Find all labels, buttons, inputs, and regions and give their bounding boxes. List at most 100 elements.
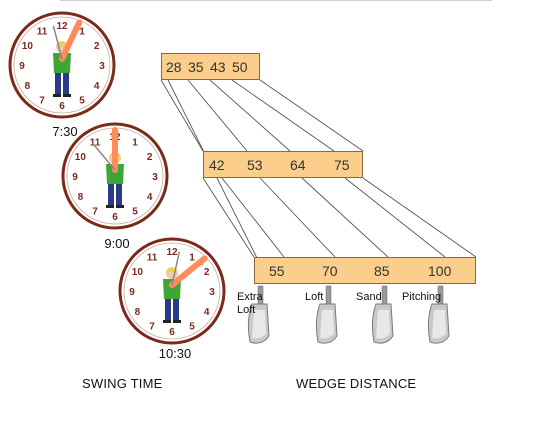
golfer-leg — [173, 297, 179, 321]
wedge-club — [247, 285, 270, 344]
club-shaft — [171, 251, 181, 286]
golfer-shoe — [116, 205, 124, 208]
clock-numeral: 1 — [79, 26, 85, 37]
arrow-head — [196, 255, 208, 267]
clock-numeral: 2 — [94, 41, 100, 52]
row3-value: 100 — [428, 263, 452, 279]
wedge-label: Loft — [305, 291, 324, 303]
clock-time-label: 7:30 — [52, 124, 78, 139]
clock-numeral: 8 — [78, 192, 84, 203]
clock-numeral: 2 — [147, 152, 153, 163]
clock-numeral: 4 — [94, 81, 100, 92]
arrow-head — [111, 126, 119, 138]
clock-numeral: 3 — [99, 61, 105, 72]
row3-value: 70 — [322, 263, 338, 279]
clock-numeral: 5 — [79, 96, 85, 107]
golfer-leg — [116, 182, 122, 206]
distance-box-row-3 — [254, 257, 476, 284]
caption-swing-time: SWING TIME — [82, 376, 163, 391]
wedge-club — [427, 285, 450, 344]
club-shaft — [52, 25, 63, 60]
caption-wedge-distance: WEDGE DISTANCE — [296, 376, 417, 391]
connector-line — [301, 177, 389, 258]
connector-line — [221, 177, 285, 258]
clock-inner-ring — [13, 16, 111, 114]
clock-numeral: 6 — [169, 327, 175, 338]
club-face — [320, 310, 334, 339]
clock-numeral: 10 — [22, 41, 34, 52]
clock-group: 1212345678910111212345678910111212345678… — [8, 11, 226, 345]
arrow-head — [73, 18, 81, 31]
connector-line — [231, 79, 335, 152]
distance-box-row-2 — [203, 151, 363, 178]
clock-numeral: 11 — [147, 252, 158, 263]
club-face — [252, 310, 266, 339]
clock-numeral: 7 — [92, 207, 98, 218]
wedge-label: Sand — [356, 291, 382, 303]
club-hosel — [381, 285, 388, 305]
wedge-club — [371, 285, 394, 344]
clock-numeral: 7 — [39, 96, 45, 107]
row3-value: 85 — [374, 263, 390, 279]
wedge-club — [315, 285, 338, 344]
row1-value: 43 — [210, 59, 226, 75]
connector-line — [160, 79, 204, 152]
clock-numeral: 4 — [147, 192, 153, 203]
wedge-label: Pitching — [402, 291, 442, 303]
row2-value: 64 — [290, 157, 306, 173]
clock-numeral: 9 — [129, 287, 135, 298]
clock-numeral: 6 — [59, 101, 65, 112]
wedge-label: Extra Loft — [237, 291, 263, 316]
top-divider — [60, 0, 492, 1]
golfer-leg — [63, 71, 69, 95]
clock-numeral: 12 — [56, 21, 68, 32]
clock-numeral: 9 — [72, 172, 78, 183]
clock-numeral: 4 — [204, 307, 210, 318]
clock-inner-ring — [123, 242, 221, 340]
clock-numeral: 3 — [209, 287, 215, 298]
clock-numeral: 11 — [90, 137, 101, 148]
clock-numeral: 10 — [132, 267, 144, 278]
golfer-shoe — [53, 94, 61, 97]
clock-numeral: 5 — [132, 207, 138, 218]
row1-value: 28 — [166, 59, 182, 75]
wedge-club-group — [247, 285, 450, 344]
clock-numeral: 8 — [135, 307, 141, 318]
clock-numeral: 8 — [25, 81, 31, 92]
clock-numeral: 5 — [189, 322, 195, 333]
golfer-leg — [108, 182, 114, 206]
connector-line — [202, 177, 255, 258]
golfer-shoe — [106, 205, 114, 208]
clock-numeral: 9 — [19, 61, 25, 72]
club-face — [432, 310, 446, 339]
clock-numeral: 11 — [37, 26, 48, 37]
connector-line — [259, 79, 364, 152]
clock-numeral: 12 — [166, 247, 178, 258]
golfer-shirt — [53, 53, 71, 73]
clock-numeral: 10 — [75, 152, 87, 163]
distance-box-row-1 — [161, 53, 260, 80]
golfer-leg — [55, 71, 61, 95]
clock-numeral: 1 — [132, 137, 138, 148]
golfer-shoe — [63, 94, 71, 97]
connector-line — [259, 177, 336, 258]
golfer-leg — [165, 297, 171, 321]
row2-value: 42 — [209, 157, 225, 173]
row2-value: 53 — [247, 157, 263, 173]
row2-value: 75 — [334, 157, 350, 173]
connector-line — [209, 79, 291, 152]
golfer-shoe — [173, 320, 181, 323]
clock-numeral: 2 — [204, 267, 210, 278]
connector-lines — [160, 79, 477, 267]
connector-line — [362, 177, 477, 258]
club-hosel — [325, 285, 332, 305]
row1-value: 35 — [188, 59, 204, 75]
clock-time-label: 9:00 — [104, 236, 130, 251]
clock-time-label: 10:30 — [158, 346, 192, 361]
golfer-shirt — [106, 164, 124, 184]
club-shaft — [91, 142, 116, 171]
